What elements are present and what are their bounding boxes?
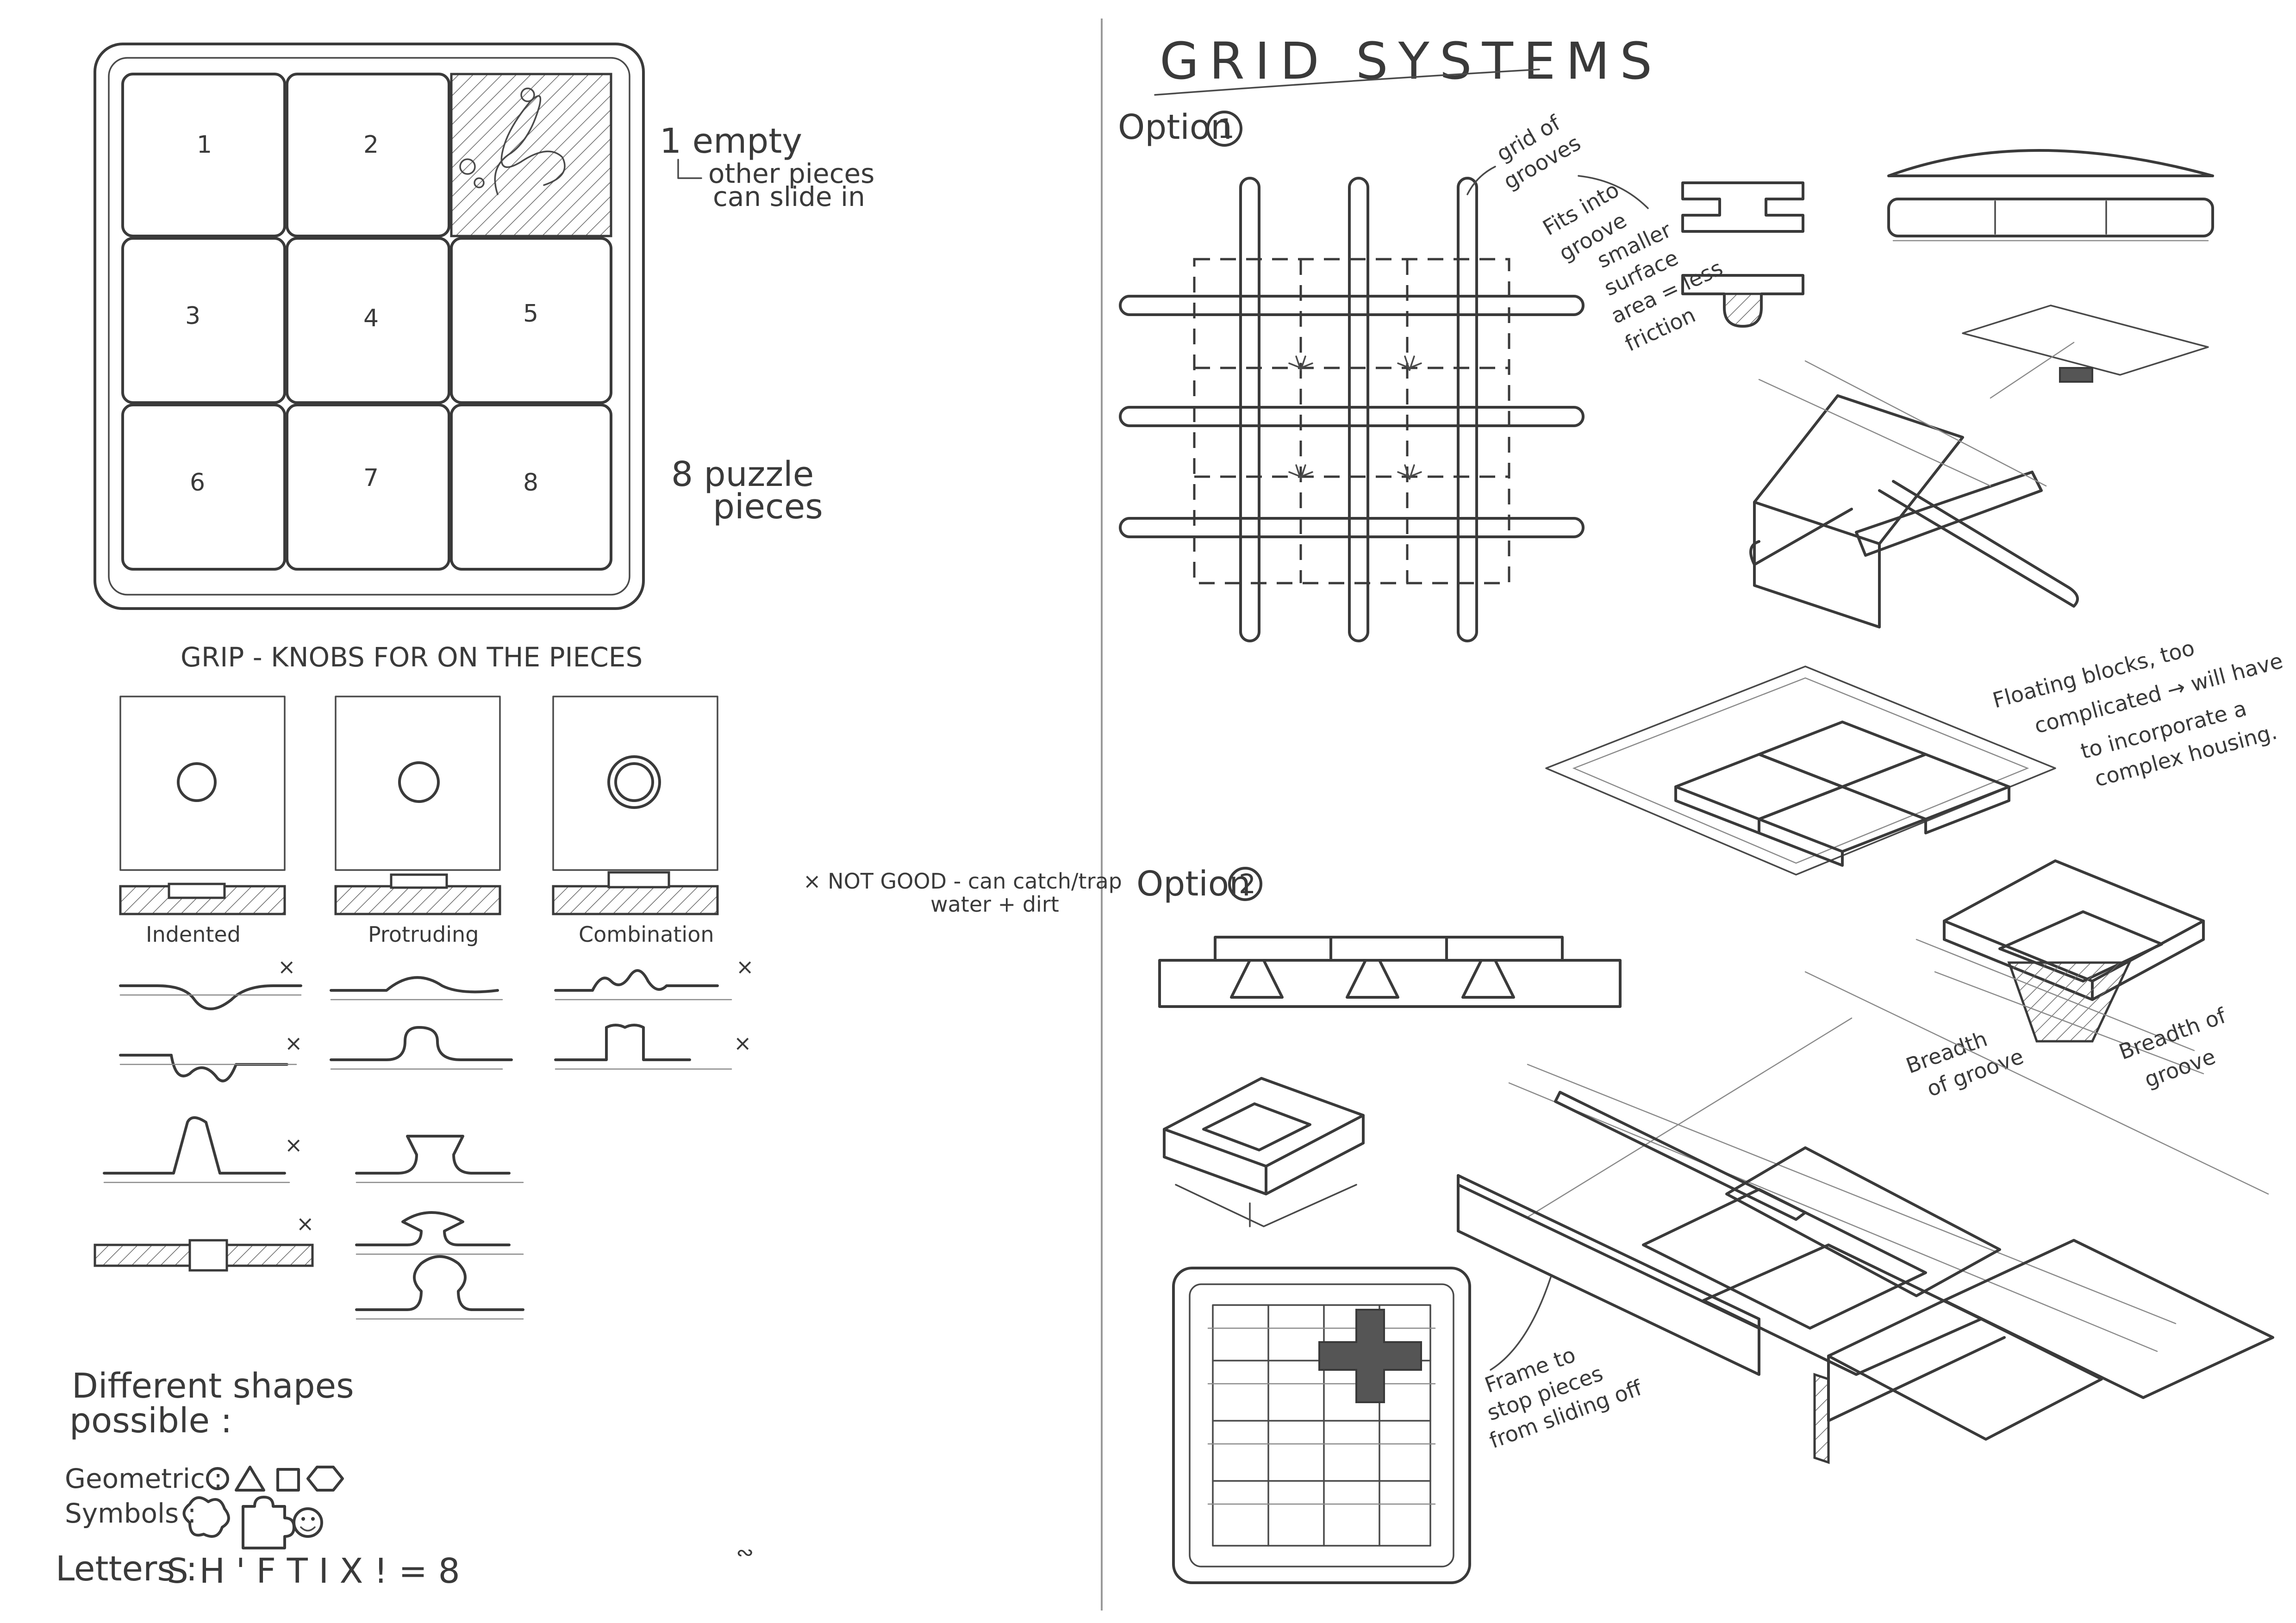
smiley-icon [293,1507,323,1538]
note-not-good-1: × NOT GOOD - can catch/trap [803,869,1122,894]
option-1-number: 1 [1217,113,1235,144]
not-good-note: × NOT GOOD - can catch/trap water + dirt [803,869,1122,917]
option-2-label: Option [1136,864,1251,904]
shapes-section: Different shapes possible : Geometric : … [56,1366,460,1591]
groove-notes: grid of grooves Fits into groove smaller… [1466,110,1804,356]
grip-profile-variants: × × × × × × [94,954,754,1320]
letters-value: S H ' F T I X ! = 8 [167,1551,460,1591]
note-pieces-2: pieces [713,487,823,527]
label-indented: Indented [146,922,241,947]
frame-note: Frame to stop pieces from sliding off [1481,1276,1646,1453]
note-empty: 1 empty [660,121,802,161]
mark-x: × [285,1132,303,1157]
small-block-sketch [1163,1077,1365,1227]
tray-notes: 1 empty other pieces can slide in 8 puzz… [660,121,874,527]
mark-x: × [734,1031,752,1056]
note-not-good-2: water + dirt [930,892,1059,917]
square-icon [276,1468,300,1492]
note-pieces-1: 8 puzzle [671,454,814,494]
shapes-heading-1: Different shapes [72,1366,354,1406]
label-protruding: Protruding [368,922,479,947]
piece-number: 2 [363,131,379,159]
mark-x: × [278,954,296,979]
sliding-puzzle-tray: 1 2 3 4 5 6 7 8 [94,43,645,610]
note-slide-2: can slide in [713,181,865,212]
floating-blocks-sketch [1545,665,2056,876]
piece-number: 5 [523,300,538,328]
mark-x: × [285,1031,303,1056]
isometric-groove-sketch [1749,305,2209,628]
scribble-mark: ∾ [736,1540,754,1565]
dovetail-section [1158,936,1622,1008]
shapes-heading-2: possible : [69,1401,232,1441]
piece-number: 8 [523,469,538,497]
mark-x: × [296,1211,314,1236]
grip-heading: GRIP - KNOBS FOR ON THE PIECES [181,641,643,673]
dovetail-corner-sketch: Breadth of groove Breadth of groove [1903,859,2230,1101]
piece-number: 7 [363,464,379,492]
triangle-icon [235,1466,265,1492]
empty-slot [450,73,612,237]
option-1-header: Option 1 [1118,107,1242,147]
groove-grid-plan [1119,177,1585,642]
letters-label: Letters : [56,1549,197,1589]
flower-icon [182,1496,230,1538]
mark-x: × [736,954,754,979]
note-slide-1: other pieces [708,158,874,189]
symbols-label: Symbols : [65,1498,196,1529]
grip-section-views: Indented Protruding Combination [119,871,719,947]
hexagon-icon [306,1466,344,1492]
option-2-header: Option 2 [1136,864,1262,904]
circle-icon [206,1467,229,1490]
label-combination: Combination [579,922,714,947]
geometric-label: Geometric : [65,1463,223,1494]
framed-tray-plan [1172,1267,1471,1584]
floating-note: Floating blocks, too complicated → will … [1990,635,2285,791]
puzzle-piece-icon [242,1496,295,1549]
piece-number: 4 [363,305,379,332]
grip-top-views [119,696,718,871]
piece-side-view-sketch [1887,149,2214,242]
option-2-number: 2 [1239,868,1256,900]
isometric-frame-sketch [1457,971,2274,1464]
page-title: GRID SYSTEMS [1160,31,1662,91]
piece-number: 3 [185,302,200,330]
piece-number: 6 [190,469,205,497]
piece-number: 1 [197,131,212,159]
